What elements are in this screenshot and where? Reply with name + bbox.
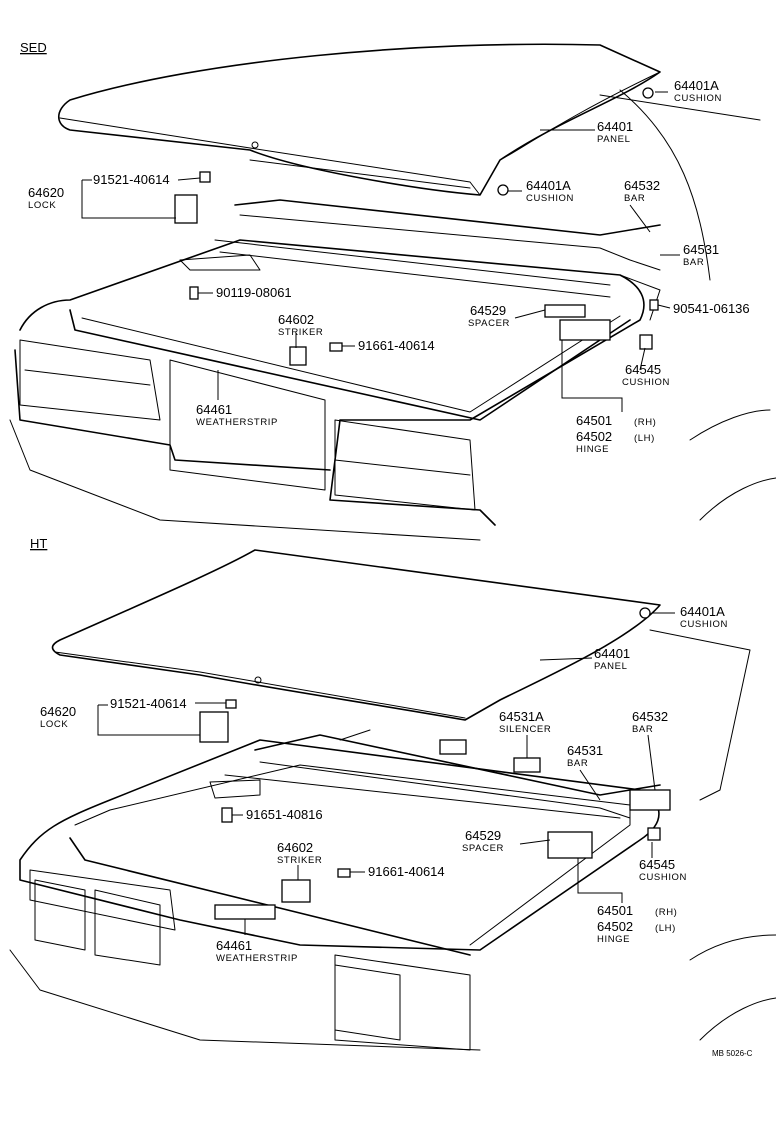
ht-spacer-name: SPACER — [462, 843, 504, 854]
sed-cushion-64545-name: CUSHION — [622, 377, 670, 388]
ht-cushion-64545-num: 64545 — [639, 857, 675, 872]
ht-silencer-part-b — [513, 757, 541, 773]
ht-section-title: HT — [30, 536, 47, 551]
sed-torsion-bars — [214, 199, 661, 298]
ht-lock-num: 64620 — [40, 704, 76, 719]
sed-cushion-64545-num: 64545 — [625, 362, 661, 377]
sed-cushion-mid-num: 64401A — [526, 178, 571, 193]
ht-lock-name: LOCK — [40, 719, 68, 730]
sed-lock-name: LOCK — [28, 200, 56, 211]
sed-spacer-num: 64529 — [470, 303, 506, 318]
sed-small-parts — [174, 87, 659, 366]
sed-cushion-top-part — [642, 87, 654, 99]
ht-silencer-name: SILENCER — [499, 724, 551, 735]
sed-hinge-part — [559, 319, 611, 341]
ht-section: HT — [9, 536, 776, 1051]
sed-bolt-91521-num: 91521-40614 — [93, 172, 170, 187]
ht-silencer-part-a — [439, 739, 467, 755]
ht-striker-num: 64602 — [277, 840, 313, 855]
sed-bolt-90541-num: 90541-06136 — [673, 301, 750, 316]
sed-cushion-top-num: 64401A — [674, 78, 719, 93]
ht-bolt-91521-num: 91521-40614 — [110, 696, 187, 711]
sed-lock-num: 64620 — [28, 185, 64, 200]
sed-bolt-90119-part — [189, 286, 199, 300]
sed-bolt-91661-num: 91661-40614 — [358, 338, 435, 353]
ht-weatherstrip-part — [214, 904, 276, 920]
sed-weatherstrip-num: 64461 — [196, 402, 232, 417]
ht-bolt-91651-part — [221, 807, 233, 823]
sed-bolt-91521-part — [199, 171, 211, 183]
sed-section-title: SED — [20, 40, 47, 55]
ht-panel-name: PANEL — [594, 661, 627, 672]
sed-car-body — [9, 89, 776, 541]
ht-hinge-lh-num: 64502 — [597, 919, 633, 934]
sed-hinge-name: HINGE — [576, 444, 609, 455]
ht-spacer-part — [547, 831, 593, 859]
sed-bolt-90119-num: 90119-08061 — [216, 285, 292, 300]
ht-hinge-lh-side: (LH) — [655, 923, 676, 934]
ht-silencer-num: 64531A — [499, 709, 544, 724]
ht-hinge-rh-side: (RH) — [655, 907, 677, 918]
sed-striker-num: 64602 — [278, 312, 314, 327]
ht-cushion-top-name: CUSHION — [680, 619, 728, 630]
ht-cushion-top-num: 64401A — [680, 604, 725, 619]
sed-cushion-top-name: CUSHION — [674, 93, 722, 104]
ht-bar-bracket-part — [629, 789, 671, 811]
sed-cushion-mid-name: CUSHION — [526, 193, 574, 204]
ht-cushion-top-part — [639, 607, 651, 619]
sed-section: SED — [9, 40, 776, 541]
ht-bar-64532-name: BAR — [632, 724, 653, 735]
ht-cushion-64545-part — [647, 827, 661, 841]
ht-bolt-91661-num: 91661-40614 — [368, 864, 445, 879]
ht-bar-64531-name: BAR — [567, 758, 588, 769]
ht-weatherstrip-num: 64461 — [216, 938, 252, 953]
ht-panel-num: 64401 — [594, 646, 630, 661]
sed-striker-part — [289, 346, 307, 366]
ht-striker-name: STRIKER — [277, 855, 322, 866]
sed-panel-name: PANEL — [597, 134, 630, 145]
ht-hinge-name: HINGE — [597, 934, 630, 945]
sed-hinge-lh-num: 64502 — [576, 429, 612, 444]
sed-hinge-rh-num: 64501 — [576, 413, 612, 428]
ht-bolt-91521-part — [225, 699, 237, 709]
ht-cushion-64545-name: CUSHION — [639, 872, 687, 883]
ht-bar-64532-num: 64532 — [632, 709, 668, 724]
sed-bolt-91661-part — [329, 342, 343, 352]
sed-cushion-64545-part — [639, 334, 653, 350]
sed-cushion-mid-part — [497, 184, 509, 196]
sed-leader-lines — [81, 91, 680, 412]
ht-weatherstrip-name: WEATHERSTRIP — [216, 953, 298, 964]
sed-striker-name: STRIKER — [278, 327, 323, 338]
ht-bolt-91661-part — [337, 868, 351, 878]
ht-spacer-num: 64529 — [465, 828, 501, 843]
ht-hinge-rh-num: 64501 — [597, 903, 633, 918]
sed-panel-num: 64401 — [597, 119, 633, 134]
ht-lock-part — [199, 711, 229, 743]
ht-leader-lines — [97, 612, 675, 935]
sed-spacer-part — [544, 304, 586, 318]
ht-small-parts — [199, 607, 671, 920]
sed-spacer-name: SPACER — [468, 318, 510, 329]
ht-car-body — [9, 629, 776, 1051]
sed-bar-64532-name: BAR — [624, 193, 645, 204]
footer-code: MB 5026-C — [712, 1049, 753, 1058]
ht-trunk-lid — [51, 549, 661, 721]
sed-hinge-lh-side: (LH) — [634, 433, 655, 444]
sed-bar-64531-num: 64531 — [683, 242, 719, 257]
ht-bar-64531-num: 64531 — [567, 743, 603, 758]
sed-bar-64531-name: BAR — [683, 257, 704, 268]
sed-weatherstrip-name: WEATHERSTRIP — [196, 417, 278, 428]
ht-bolt-91651-num: 91651-40816 — [246, 807, 323, 822]
sed-lock-part — [174, 194, 198, 224]
sed-bolt-90541-part — [649, 299, 659, 311]
ht-striker-part — [281, 879, 311, 903]
sed-bar-64532-num: 64532 — [624, 178, 660, 193]
sed-hinge-rh-side: (RH) — [634, 417, 656, 428]
